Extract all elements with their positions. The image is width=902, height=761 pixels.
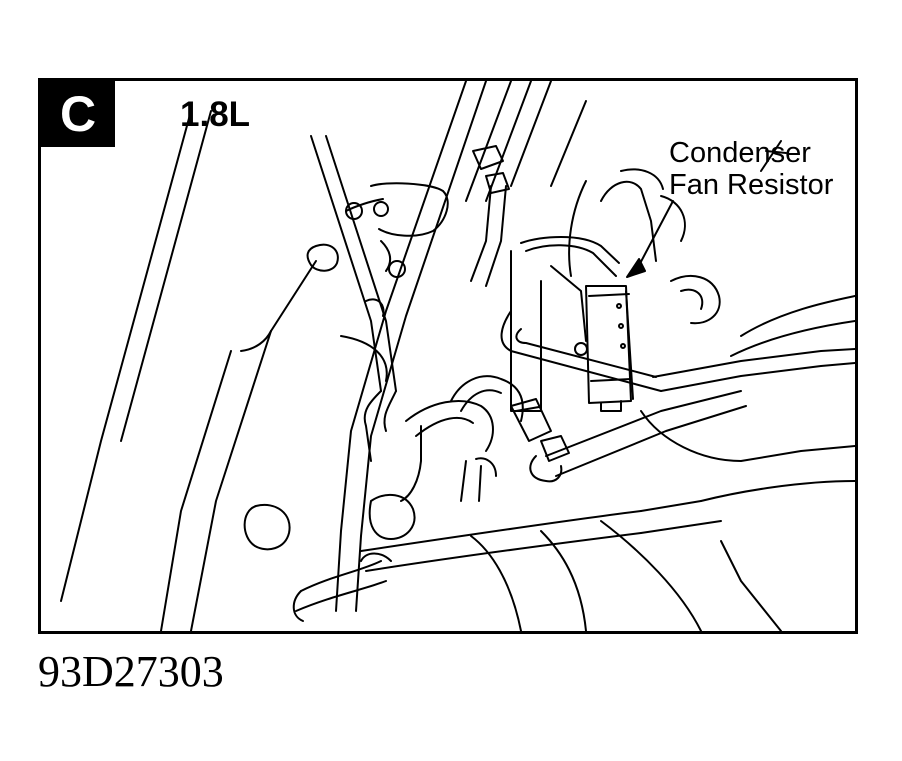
wiring-harness: [363, 375, 552, 502]
figure-id: 93D27303: [38, 647, 224, 696]
callout-arrow: [626, 200, 674, 278]
figure-frame: C 1.8L Condenser Fan Resistor: [38, 78, 858, 634]
ac-pipe: [500, 310, 855, 483]
callout-line-1: Condenser: [669, 137, 811, 169]
bracket: [306, 182, 449, 382]
resistor-assembly: [510, 236, 634, 412]
callout-label: Condenser Fan Resistor: [669, 137, 833, 201]
panel-badge: C: [41, 81, 115, 147]
grommet: [243, 503, 291, 551]
hose-clamp: [470, 145, 510, 287]
engine-parts-right: [568, 140, 855, 631]
lower-frame: [292, 493, 722, 631]
engine-label: 1.8L: [180, 95, 251, 134]
callout-line-2: Fan Resistor: [669, 169, 834, 201]
diagonal-lines: [310, 81, 587, 612]
fender-outline: [60, 110, 317, 631]
engine-bay-drawing: [60, 81, 855, 631]
